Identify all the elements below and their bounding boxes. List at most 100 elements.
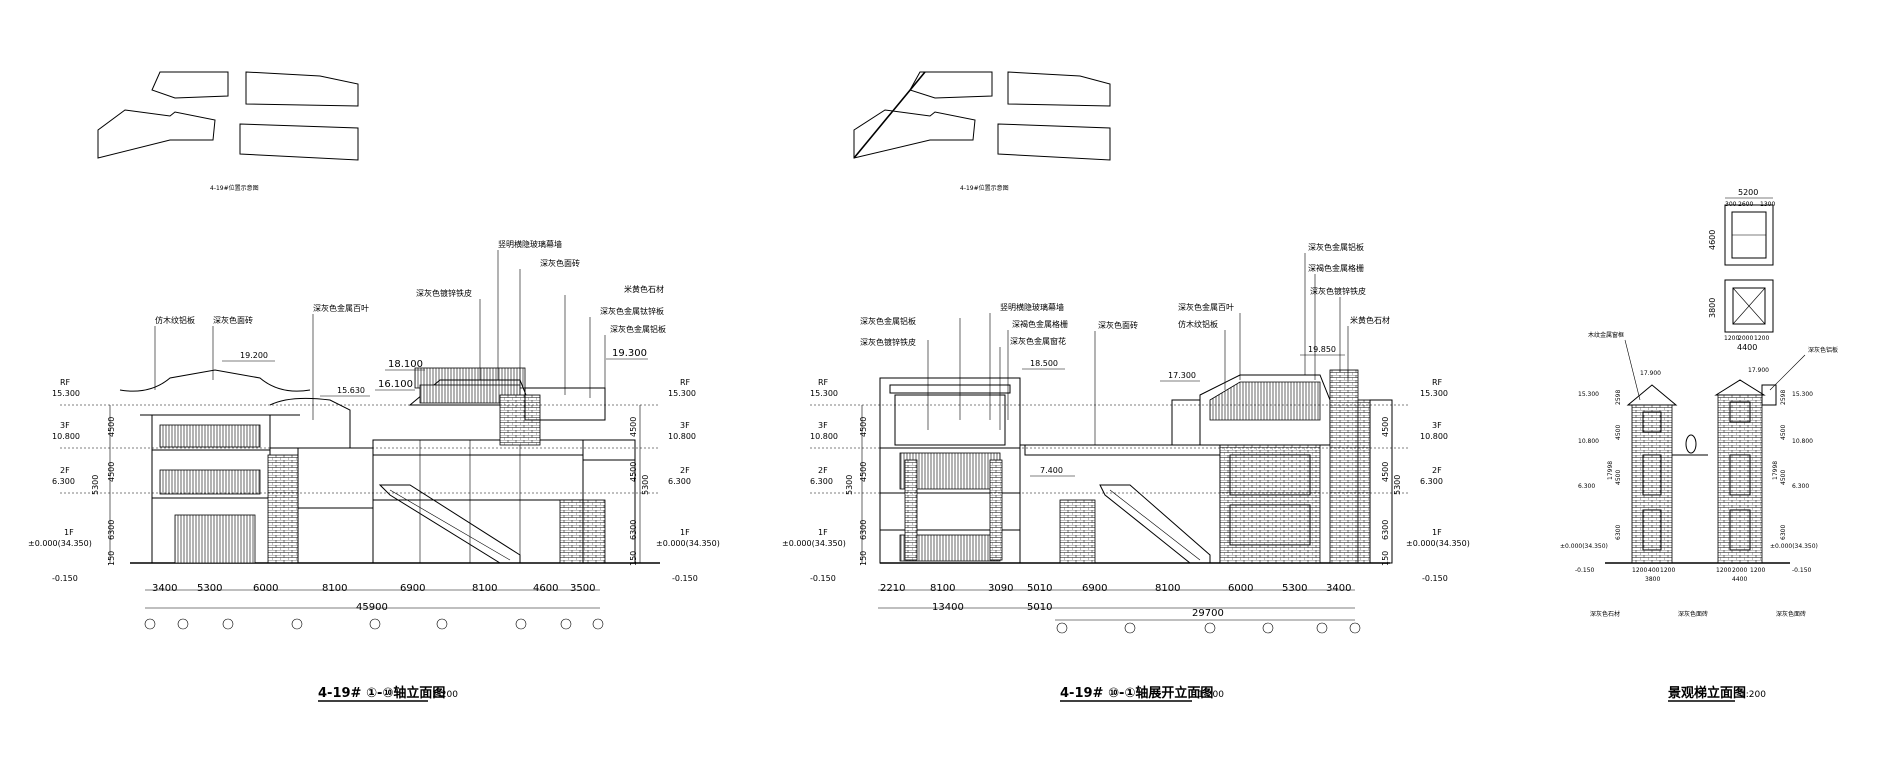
svg-text:17998: 17998 [1607, 461, 1614, 480]
elev2-spot-elevations: 18.500 17.300 19.850 7.400 [1022, 345, 1345, 477]
svg-text:400: 400 [1648, 567, 1660, 574]
svg-text:4600: 4600 [1708, 230, 1717, 250]
svg-text:8100: 8100 [1155, 583, 1180, 594]
svg-text:4500: 4500 [1381, 417, 1390, 437]
svg-text:1200: 1200 [1660, 567, 1675, 574]
svg-text:深灰色面砖: 深灰色面砖 [1776, 610, 1806, 618]
svg-text:10.800: 10.800 [1578, 438, 1599, 445]
svg-text:1:200: 1:200 [1198, 690, 1224, 700]
svg-text:深灰色石材: 深灰色石材 [1590, 610, 1620, 618]
elev1-vdims-left: 4500 4500 6300 150 5300 [91, 405, 116, 566]
svg-text:-0.150: -0.150 [52, 574, 78, 583]
svg-text:10.800: 10.800 [52, 432, 80, 441]
svg-text:深灰色镀锌铁皮: 深灰色镀锌铁皮 [1310, 286, 1366, 296]
svg-text:4500: 4500 [629, 462, 638, 482]
svg-text:2210: 2210 [880, 583, 905, 594]
svg-text:4-19# ①-⑩轴立面图: 4-19# ①-⑩轴立面图 [318, 685, 445, 701]
svg-text:6300: 6300 [629, 520, 638, 540]
elev2-horizontal-dims: 2210 8100 3090 5010 6900 8100 6000 5300 … [878, 583, 1361, 634]
svg-text:17998: 17998 [1772, 461, 1779, 480]
svg-text:10.800: 10.800 [1420, 432, 1448, 441]
svg-text:13400: 13400 [932, 602, 964, 613]
elev2-material-callouts-left: 深灰色金属铝板 深灰色镀锌铁皮 竖明横隐玻璃幕墙 深褐色金属格栅 深灰色金属窗花… [860, 302, 1138, 445]
svg-text:仿木纹铝板: 仿木纹铝板 [155, 315, 195, 325]
stair-plan-views: 5200 300 2600 1300 4600 3800 1200 2000 1… [1708, 188, 1775, 352]
svg-text:1200: 1200 [1754, 335, 1769, 342]
svg-text:±0.000(34.350): ±0.000(34.350) [1406, 539, 1470, 548]
svg-text:1200: 1200 [1632, 567, 1647, 574]
svg-text:4400: 4400 [1732, 576, 1747, 583]
svg-text:6.300: 6.300 [668, 477, 691, 486]
svg-text:15.300: 15.300 [668, 389, 696, 398]
svg-text:深灰色金属钛锌板: 深灰色金属钛锌板 [600, 306, 664, 316]
svg-text:5300: 5300 [845, 475, 854, 495]
svg-text:6.300: 6.300 [810, 477, 833, 486]
svg-text:6300: 6300 [1381, 520, 1390, 540]
svg-text:15.630: 15.630 [337, 386, 365, 395]
svg-text:4500: 4500 [1615, 470, 1622, 485]
svg-text:150: 150 [629, 551, 638, 566]
svg-text:2598: 2598 [1615, 390, 1622, 405]
svg-text:深灰色镀锌铁皮: 深灰色镀锌铁皮 [416, 288, 472, 298]
svg-text:19.850: 19.850 [1308, 345, 1336, 354]
svg-text:景观梯立面图: 景观梯立面图 [1668, 685, 1746, 701]
svg-text:深灰色金属百叶: 深灰色金属百叶 [1178, 302, 1234, 312]
stair-elev-labels: 木纹金属窗框 深灰色铝板 深灰色石材 深灰色面砖 深灰色面砖 17.900 17… [1560, 331, 1838, 618]
svg-text:6000: 6000 [1228, 583, 1253, 594]
svg-text:5300: 5300 [641, 475, 650, 495]
svg-text:RF: RF [680, 378, 691, 387]
elev1-grid-bubbles [144, 618, 604, 630]
elev2-vdims-right: 4500 4500 6300 150 5300 [1381, 405, 1402, 566]
svg-text:-0.150: -0.150 [1422, 574, 1448, 583]
svg-text:-0.150: -0.150 [1792, 567, 1812, 574]
svg-text:木纹金属窗框: 木纹金属窗框 [1588, 331, 1624, 339]
keyplan-1: 4-19#位置示意图 [97, 71, 359, 192]
svg-text:3800: 3800 [1645, 576, 1660, 583]
svg-text:深灰色金属窗花: 深灰色金属窗花 [1010, 336, 1066, 346]
svg-text:3400: 3400 [152, 583, 177, 594]
svg-text:-0.150: -0.150 [810, 574, 836, 583]
svg-text:6300: 6300 [859, 520, 868, 540]
svg-text:8100: 8100 [472, 583, 497, 594]
svg-text:17.300: 17.300 [1168, 371, 1196, 380]
svg-text:19.200: 19.200 [240, 351, 268, 360]
svg-text:2F: 2F [1432, 466, 1442, 475]
svg-text:深灰色金属铝板: 深灰色金属铝板 [1308, 242, 1364, 252]
svg-text:8100: 8100 [930, 583, 955, 594]
svg-text:1F: 1F [680, 528, 690, 537]
elev1-material-callouts: 仿木纹铝板 深灰色面砖 深灰色金属百叶 深灰色镀锌铁皮 竖明横隐玻璃幕墙 深灰色… [154, 239, 666, 420]
svg-text:6900: 6900 [400, 583, 425, 594]
svg-text:4500: 4500 [859, 462, 868, 482]
svg-text:4400: 4400 [1737, 343, 1757, 352]
svg-text:-0.150: -0.150 [1575, 567, 1595, 574]
svg-text:15.300: 15.300 [1578, 391, 1599, 398]
svg-text:17.900: 17.900 [1748, 367, 1769, 374]
svg-text:2000: 2000 [1732, 567, 1747, 574]
svg-text:300: 300 [1725, 201, 1737, 208]
svg-text:5010: 5010 [1027, 583, 1052, 594]
svg-text:4500: 4500 [1381, 462, 1390, 482]
svg-text:10.800: 10.800 [1792, 438, 1813, 445]
elev3-title: 景观梯立面图 1:200 [1668, 685, 1766, 702]
svg-text:2F: 2F [818, 466, 828, 475]
svg-text:米黄色石材: 米黄色石材 [624, 284, 664, 294]
elev1-levels-right: RF 15.300 3F 10.800 2F 6.300 1F ±0.000(3… [656, 378, 720, 583]
svg-text:6.300: 6.300 [1578, 483, 1595, 490]
svg-text:6300: 6300 [107, 520, 116, 540]
svg-text:3800: 3800 [1708, 298, 1717, 318]
svg-text:深灰色面砖: 深灰色面砖 [1098, 320, 1138, 330]
svg-text:3F: 3F [60, 421, 70, 430]
svg-text:1F: 1F [818, 528, 828, 537]
elev1-title: 4-19# ①-⑩轴立面图 1:200 [318, 685, 458, 702]
svg-text:±0.000(34.350): ±0.000(34.350) [1560, 543, 1608, 550]
keyplan-1-caption: 4-19#位置示意图 [210, 184, 259, 192]
svg-text:3400: 3400 [1326, 583, 1351, 594]
svg-text:18.100: 18.100 [388, 359, 423, 370]
svg-text:RF: RF [1432, 378, 1443, 387]
svg-text:仿木纹铝板: 仿木纹铝板 [1178, 319, 1218, 329]
svg-text:2600: 2600 [1738, 201, 1753, 208]
svg-text:6.300: 6.300 [1420, 477, 1443, 486]
svg-text:3090: 3090 [988, 583, 1013, 594]
elevation-1 [60, 367, 660, 564]
